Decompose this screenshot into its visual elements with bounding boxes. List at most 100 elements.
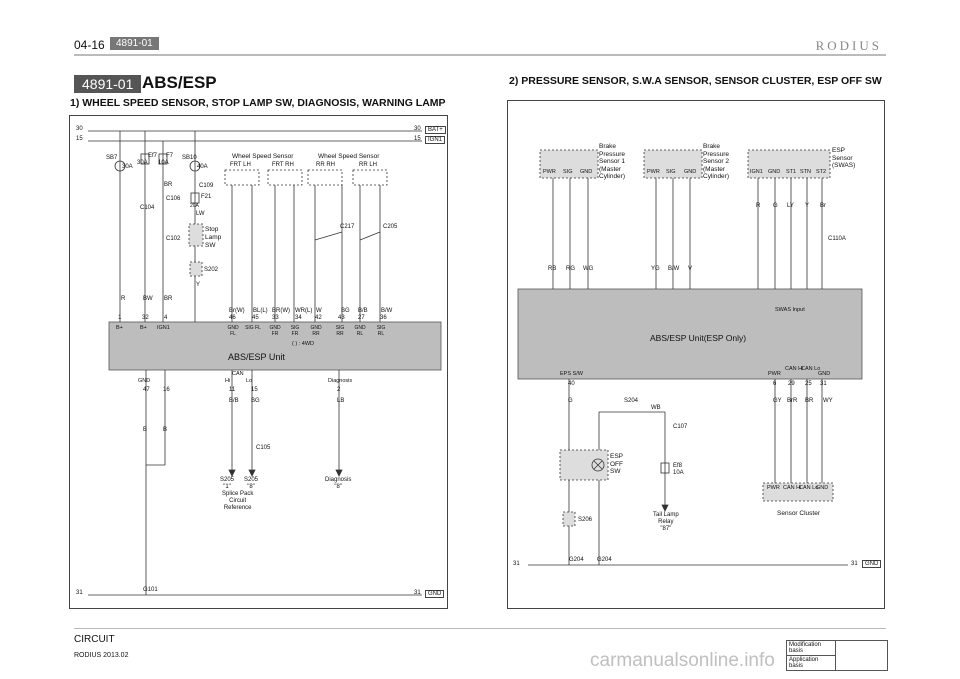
unit-pin-gnd-rl: GND RL bbox=[354, 325, 366, 337]
b2-pin-pwr: PWR bbox=[647, 169, 660, 175]
eps-sw-label: EPS S/W bbox=[560, 371, 583, 377]
page-number: 04-16 bbox=[74, 38, 105, 52]
wire-bg: BG bbox=[341, 308, 350, 314]
splice-s204: S204 bbox=[624, 398, 639, 404]
wire-bg-can: BG bbox=[251, 398, 260, 404]
splice-s202: S202 bbox=[204, 267, 219, 273]
b1-wire-rb: RB bbox=[548, 266, 557, 272]
swas-pin-st1: ST1 bbox=[786, 169, 797, 175]
pin-40: 40 bbox=[568, 381, 575, 387]
pin-45: 45 bbox=[252, 315, 259, 321]
b1-pin-pwr: PWR bbox=[543, 169, 556, 175]
can-label: CAN bbox=[232, 371, 244, 377]
cluster-wire-br: BR bbox=[805, 398, 814, 404]
wire-b-w: B/W bbox=[381, 308, 393, 314]
pin-34: 34 bbox=[295, 315, 302, 321]
fuse-f7: F7 bbox=[166, 153, 174, 159]
footer-version: RODIUS 2013.02 bbox=[74, 652, 129, 659]
ign1-tag: IGN1 bbox=[425, 136, 446, 144]
fuse-f21: F21 bbox=[201, 194, 212, 200]
sensor-rr-lh: RR LH bbox=[359, 162, 378, 168]
cluster-bottom-pwr: PWR bbox=[767, 485, 780, 491]
b1-pin-gnd: GND bbox=[580, 169, 593, 175]
footer-rule bbox=[74, 628, 886, 629]
swas-pin-ign1: IGN1 bbox=[750, 169, 763, 175]
b2-wire-v: V bbox=[688, 266, 693, 272]
rail-15-label: 15 bbox=[76, 136, 83, 142]
unit-pin-bplus-1: B+ bbox=[116, 325, 123, 331]
fuse-ef7-rating: 30A bbox=[137, 160, 148, 166]
fuse-f7-rating: 10A bbox=[158, 160, 169, 166]
cluster-can-lo: CAN Lo bbox=[801, 366, 821, 372]
modification-basis: Modification basis bbox=[787, 641, 836, 656]
wire-bb-can: B/B bbox=[229, 398, 239, 404]
revision-table: Modification basis Application basis bbox=[786, 640, 888, 671]
right-diagram-frame bbox=[507, 100, 885, 609]
connector-c217: C217 bbox=[340, 224, 355, 230]
swas-wire-r: R bbox=[756, 203, 761, 209]
cluster-wire-gy: GY bbox=[773, 398, 782, 404]
wire-bw: BW bbox=[143, 296, 153, 302]
wire-b: B bbox=[143, 427, 148, 433]
left-section-title: ABS/ESP bbox=[142, 73, 217, 92]
rail-15-label-right: 15 bbox=[414, 136, 421, 142]
pin-33: 33 bbox=[272, 315, 279, 321]
pin-36: 36 bbox=[380, 315, 387, 321]
stop-lamp-switch: Stop Lamp SW bbox=[205, 226, 222, 249]
connector-c109: C109 bbox=[199, 183, 214, 189]
cluster-gnd: GND bbox=[818, 371, 831, 377]
gnd-tag: GND bbox=[425, 590, 445, 598]
cluster-bottom-can-lo: CAN Lo bbox=[799, 485, 819, 491]
pin-1: 1 bbox=[118, 315, 122, 321]
wire-br: BR bbox=[164, 296, 173, 302]
rail-30-label: 30 bbox=[76, 126, 83, 132]
right-subtitle: 2) PRESSURE SENSOR, S.W.A SENSOR, SENSOR… bbox=[509, 75, 882, 87]
cluster-can-hi: CAN Hi bbox=[785, 366, 804, 372]
unit-pin-gnd-fl: GND FL bbox=[227, 325, 239, 337]
fuse-sb7: SB7 bbox=[106, 155, 118, 161]
splice-s205-8: S205"8" bbox=[244, 477, 259, 490]
ground-g204-left: G204 bbox=[569, 557, 584, 563]
left-unit-name: ABS/ESP Unit bbox=[228, 352, 285, 362]
swas-pin-stn: STN bbox=[800, 169, 811, 175]
unit-pin-ign1: IGN1 bbox=[157, 325, 170, 331]
pin-46: 46 bbox=[229, 315, 236, 321]
b2-pin-sig: SIG bbox=[666, 169, 676, 175]
watermark: carmanualsonline.info bbox=[590, 650, 775, 671]
cluster-bottom-can-hi: CAN Hi bbox=[783, 485, 802, 491]
sensor-cluster-label: Sensor Cluster bbox=[777, 510, 820, 517]
splice-s206: S206 bbox=[578, 517, 593, 523]
wire-r: R bbox=[121, 296, 126, 302]
wire-w: W bbox=[316, 308, 322, 314]
b2-wire-yg: YG bbox=[651, 266, 660, 272]
wire-bb: B/B bbox=[358, 308, 368, 314]
diag-pin-2: 2 bbox=[337, 387, 341, 393]
cluster-pin-6: 6 bbox=[773, 381, 777, 387]
swas-wire-ly: LY bbox=[787, 203, 794, 209]
splice-s205-1: S205"1" bbox=[220, 477, 235, 490]
header-rule bbox=[74, 54, 886, 56]
unit-pin-bplus-2: B+ bbox=[140, 325, 147, 331]
swas-pin-st2: ST2 bbox=[816, 169, 827, 175]
unit-pin-sig-fl: SIG FL bbox=[245, 325, 261, 331]
connector-c205: C205 bbox=[383, 224, 398, 230]
diagnosis-reference: Diagnosis"8" bbox=[325, 477, 352, 490]
brand-logo: RODIUS bbox=[815, 38, 882, 53]
pin-4: 4 bbox=[164, 315, 168, 321]
sensor-frt-lh: FRT LH bbox=[230, 162, 251, 168]
b2-pin-gnd: GND bbox=[684, 169, 697, 175]
cluster-pin-29: 29 bbox=[788, 381, 795, 387]
cluster-pwr: PWR bbox=[768, 371, 781, 377]
connector-c110a: C110A bbox=[828, 236, 846, 242]
unit-pin-gnd-fr: GND FR bbox=[269, 325, 281, 337]
diagnosis-label: Diagnosis bbox=[328, 378, 353, 384]
pin-32: 32 bbox=[142, 315, 149, 321]
unit-pin-sig-fr: SIG FR bbox=[290, 325, 300, 337]
wheel-speed-sensor-front: Wheel Speed Sensor bbox=[232, 153, 294, 160]
wheel-speed-sensor-rear: Wheel Speed Sensor bbox=[318, 153, 380, 160]
